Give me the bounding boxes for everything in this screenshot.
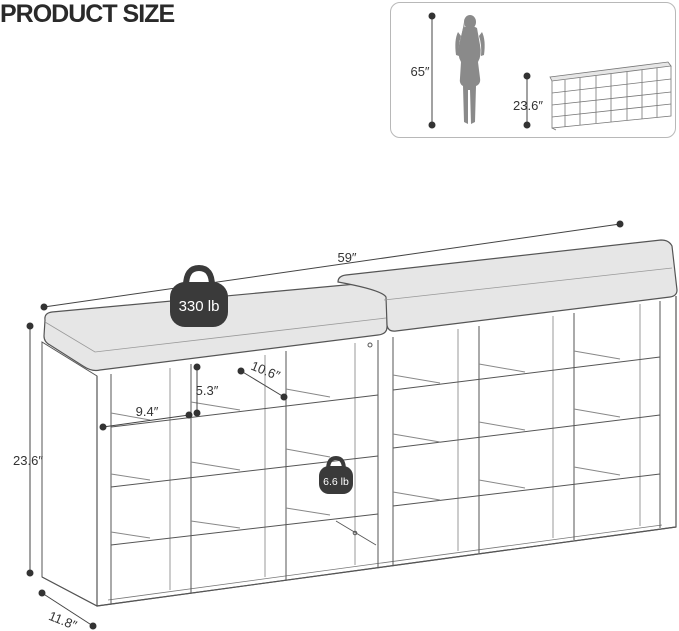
person-silhouette-icon [455,15,485,124]
mini-bench-icon [549,61,672,131]
cubby-width-label: 9.4″ [136,404,159,419]
shoe-bench [41,239,678,607]
width-label: 59″ [337,250,356,265]
cubby-shelves [110,350,661,546]
page-title: PRODUCT SIZE [0,0,175,28]
depth-label: 11.8″ [47,608,80,631]
right-seat-cushion [337,239,678,332]
seat-load-badge: 330 lb [170,264,228,327]
scale-reference: 65″ 23.6″ [410,12,672,131]
cubby-height-label: 5.3″ [196,383,219,398]
bench-height-label: 23.6″ [513,98,543,113]
height-dimension: 23.6″ [13,322,43,577]
person-height-label: 65″ [410,64,429,79]
cubby-dividers [110,301,661,604]
cubby-width-dimension: 9.4″ [99,404,193,431]
width-dimension: 59″ [40,220,624,311]
bench-side-panel [41,341,98,607]
height-label: 23.6″ [13,453,43,468]
weight-handle-icon [326,455,346,471]
weight-icon [319,466,353,494]
weight-handle-icon [183,264,215,287]
shelf-load-label: 6.6 lb [323,476,349,488]
cubby-height-dimension: 5.3″ [193,363,219,417]
weight-icon [170,282,228,327]
seat-load-label: 330 lb [179,298,220,315]
shelf-load-badge: 6.6 lb [319,455,353,494]
